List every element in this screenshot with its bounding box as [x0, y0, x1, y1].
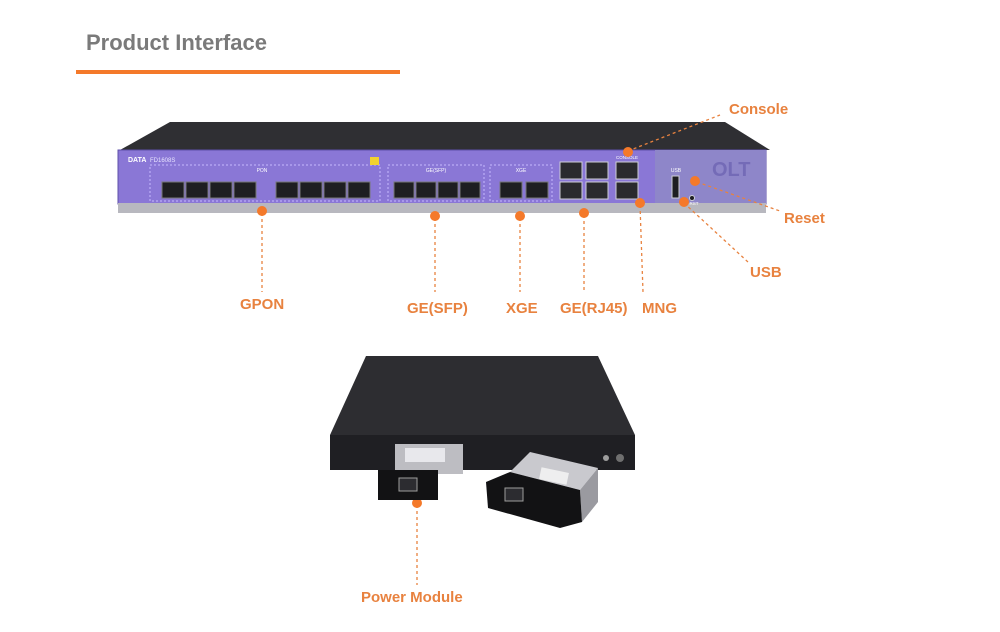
title-underline	[76, 70, 400, 74]
olt-bottom-rail	[118, 203, 766, 213]
rear-top-surface	[330, 356, 635, 435]
pon-section-label: PON	[257, 168, 268, 174]
callout-gpon: GPON	[240, 296, 285, 313]
reset-button	[689, 195, 695, 201]
gpon-port	[233, 181, 257, 199]
callout-xge: XGE	[506, 300, 538, 317]
rst-panel-label: RST	[690, 201, 699, 206]
power-module-dot	[412, 498, 422, 508]
power-inlet	[398, 477, 418, 492]
ge-rj45-ports	[559, 161, 609, 200]
gpon-port	[185, 181, 209, 199]
rj45-port	[585, 161, 609, 180]
olt-device: DATA FD1608S PON GE(SFP) XGE	[117, 122, 770, 213]
reset-leader	[696, 181, 781, 212]
gpon-port	[299, 181, 323, 199]
spare-power-inlet	[504, 487, 524, 502]
olt-rear-device	[330, 356, 635, 528]
mng-dot	[635, 198, 645, 208]
ground-screw	[616, 454, 624, 462]
laser-warning-label	[370, 157, 379, 165]
callout-usb: USB	[750, 264, 782, 281]
console-panel-label: CONSOLE	[616, 155, 638, 160]
xge-dot	[515, 211, 525, 221]
callout-power-module: Power Module	[361, 589, 463, 606]
console-leader	[627, 114, 721, 152]
gpon-port	[275, 181, 299, 199]
usb-port	[671, 175, 680, 199]
xge-ports	[499, 181, 549, 199]
spare-module-label	[539, 467, 569, 485]
xge-section-frame	[489, 164, 553, 202]
ge-rj45-dot	[579, 208, 589, 218]
ge-sfp-section-frame	[387, 164, 485, 202]
callout-console: Console	[729, 101, 789, 118]
ge-sfp-dot	[430, 211, 440, 221]
gpon-port	[209, 181, 233, 199]
ground-screw	[603, 455, 609, 461]
gpon-port	[161, 181, 185, 199]
spare-module-side	[580, 468, 598, 522]
ge-sfp-port	[393, 181, 415, 199]
gpon-port	[323, 181, 347, 199]
olt-model-label: FD1608S	[150, 158, 175, 164]
spare-module-faceplate	[486, 472, 582, 528]
mng-port	[615, 181, 639, 200]
callout-dots	[257, 147, 700, 508]
pon-section-frame	[149, 164, 381, 202]
ge-sfp-section-label: GE(SFP)	[426, 168, 447, 174]
power-module-spare	[486, 452, 598, 528]
xge-section-label: XGE	[516, 168, 527, 174]
xge-port	[525, 181, 549, 199]
console-port	[615, 161, 639, 180]
callout-reset: Reset	[784, 210, 825, 227]
gpon-port	[347, 181, 371, 199]
xge-port	[499, 181, 523, 199]
rear-face	[330, 435, 635, 470]
olt-top-surface	[120, 122, 770, 150]
callout-ge-sfp: GE(SFP)	[407, 300, 468, 317]
ge-sfp-port	[459, 181, 481, 199]
rj45-port	[559, 181, 583, 200]
mng-leader	[639, 204, 644, 293]
power-module-inserted	[378, 444, 463, 500]
console-dot	[623, 147, 633, 157]
olt-chassis-text: OLT	[712, 159, 751, 181]
rj45-port	[585, 181, 609, 200]
gpon-ports	[161, 181, 371, 199]
usb-panel-label: USB	[671, 168, 682, 174]
callout-ge-rj45: GE(RJ45)	[560, 300, 628, 317]
gpon-dot	[257, 206, 267, 216]
leader-lines	[261, 114, 781, 585]
page-title: Product Interface	[86, 30, 267, 55]
callout-mng: MNG	[642, 300, 677, 317]
usb-leader	[683, 202, 749, 263]
usb-dot	[679, 197, 689, 207]
reset-dot	[690, 176, 700, 186]
ge-sfp-ports	[393, 181, 481, 199]
rj45-port	[559, 161, 583, 180]
olt-brand-label: DATA	[128, 157, 146, 164]
ge-sfp-port	[437, 181, 459, 199]
power-module-label	[405, 448, 445, 462]
ge-sfp-port	[415, 181, 437, 199]
